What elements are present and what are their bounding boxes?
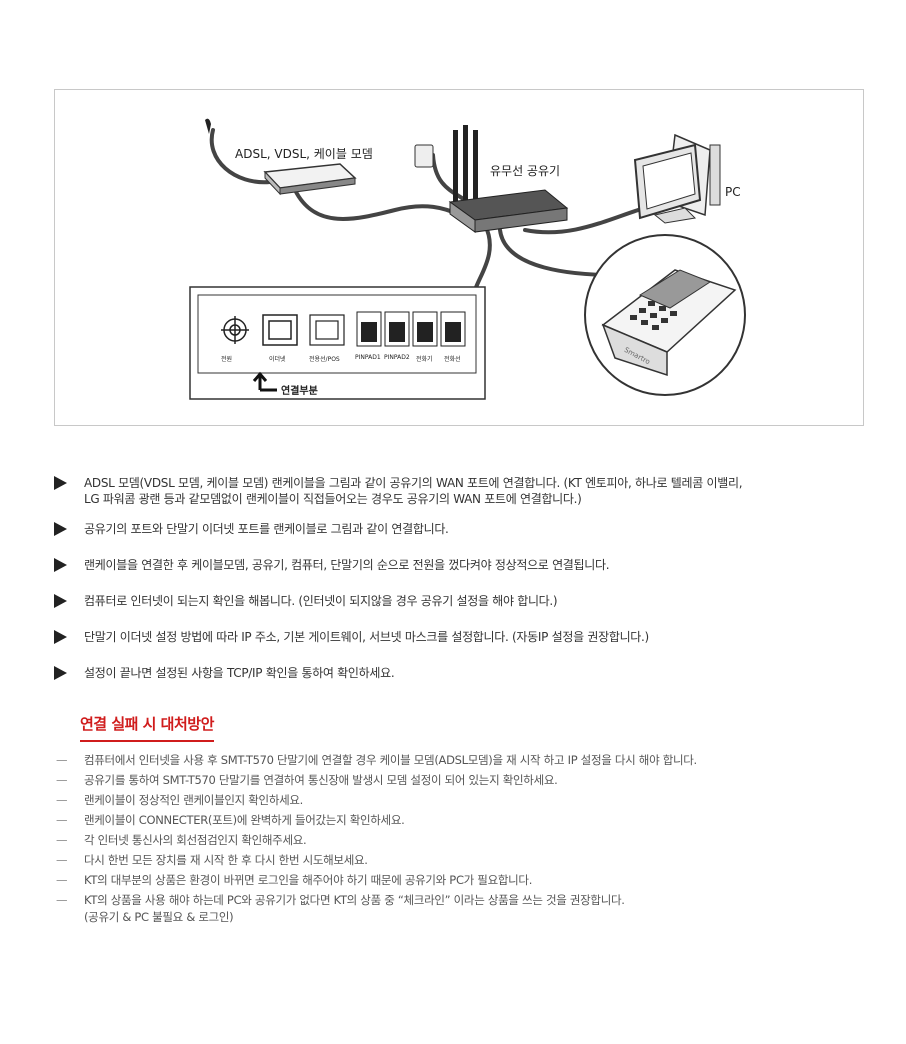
triangle-bullet-icon — [54, 630, 67, 644]
tip-item: — 랜케이블이 CONNECTER(포트)에 완벽하게 들어갔는지 확인하세요. — [54, 812, 874, 829]
wall-outlet — [414, 144, 434, 168]
power-port-icon — [221, 316, 249, 344]
tip-item: — 공유기를 통하여 SMT-T570 단말기를 연결하여 통신장애 발생시 모뎀… — [54, 772, 874, 789]
connection-diagram: ADSL, VDSL, 케이블 모뎀 유무선 공유기 PC 전원 이더넷 전용선… — [54, 89, 864, 426]
step-text-continued: LG 파워콤 광랜 등과 같모뎀없이 랜케이블이 직접들어오는 경우도 공유기의… — [84, 492, 582, 506]
dash-bullet-icon: — — [56, 773, 68, 787]
step-item: 설정이 끝나면 설정된 사항을 TCP/IP 확인을 통하여 확인하세요. — [54, 665, 874, 681]
tip-item: — 랜케이블이 정상적인 랜케이블인지 확인하세요. — [54, 792, 874, 809]
dash-bullet-icon: — — [56, 793, 68, 807]
modem-label: ADSL, VDSL, 케이블 모뎀 — [235, 147, 373, 161]
plug-icon — [205, 118, 211, 134]
port-label-phone-line: 전화선 — [444, 356, 461, 363]
pc-monitor — [633, 133, 721, 224]
pos-port — [309, 314, 345, 346]
triangle-bullet-icon — [54, 522, 67, 536]
step-item: 랜케이블을 연결한 후 케이블모뎀, 공유기, 컴퓨터, 단말기의 순으로 전원… — [54, 557, 874, 573]
router-terminal-cable-2 — [498, 228, 617, 277]
step-text: ADSL 모뎀(VDSL 모뎀, 케이블 모뎀) 랜케이블을 그림과 같이 공유… — [84, 476, 743, 490]
dash-bullet-icon: — — [56, 853, 68, 867]
ethernet-port — [262, 314, 298, 346]
triangle-bullet-icon — [54, 476, 67, 490]
tip-text: 컴퓨터에서 인터넷을 사용 후 SMT-T570 단말기에 연결할 경우 케이블… — [84, 753, 697, 767]
tip-text: 랜케이블이 CONNECTER(포트)에 완벽하게 들어갔는지 확인하세요. — [84, 813, 405, 827]
router-device — [448, 125, 569, 233]
tip-item: — 각 인터넷 통신사의 회선점검인지 확인해주세요. — [54, 832, 874, 849]
tip-text: KT의 대부분의 상품은 환경이 바뀌면 로그인을 해주어야 하기 때문에 공유… — [84, 873, 533, 887]
tip-item: — KT의 상품을 사용 해야 하는데 PC와 공유기가 없다면 KT의 상품 중… — [54, 892, 874, 926]
tip-text: 각 인터넷 통신사의 회선점검인지 확인해주세요. — [84, 833, 307, 847]
step-text: 컴퓨터로 인터넷이 되는지 확인을 해봅니다. (인터넷이 되지않을 경우 공유… — [84, 594, 558, 608]
dash-bullet-icon: — — [56, 833, 68, 847]
triangle-bullet-icon — [54, 666, 67, 680]
step-text: 단말기 이더넷 설정 방법에 따라 IP 주소, 기본 게이트웨이, 서브넷 마… — [84, 630, 649, 644]
port-label-phone: 전화기 — [416, 356, 433, 363]
triangle-bullet-icon — [54, 558, 67, 572]
port-label-power: 전원 — [221, 356, 233, 363]
step-item: 공유기의 포트와 단말기 이더넷 포트를 랜케이블로 그림과 같이 연결합니다. — [54, 521, 874, 537]
tip-text: 공유기를 통하여 SMT-T570 단말기를 연결하여 통신장애 발생시 모뎀 … — [84, 773, 558, 787]
router-power-cable — [431, 153, 467, 202]
setup-steps: ADSL 모뎀(VDSL 모뎀, 케이블 모뎀) 랜케이블을 그림과 같이 공유… — [54, 475, 874, 681]
payment-terminal — [601, 269, 737, 377]
tip-text-continued: (공유기 & PC 불필요 & 로그인) — [84, 910, 234, 924]
port-label-pinpad1: PINPAD1 — [355, 354, 381, 361]
modem-device — [263, 163, 357, 196]
pc-label: PC — [725, 185, 741, 199]
tip-item: — KT의 대부분의 상품은 환경이 바뀌면 로그인을 해주어야 하기 때문에 공… — [54, 872, 874, 889]
connection-illustration — [189, 118, 746, 400]
tip-text: 랜케이블이 정상적인 랜케이블인지 확인하세요. — [84, 793, 304, 807]
tip-item: — 컴퓨터에서 인터넷을 사용 후 SMT-T570 단말기에 연결할 경우 케이… — [54, 752, 874, 769]
port-label-pinpad2: PINPAD2 — [384, 354, 410, 361]
step-item: 컴퓨터로 인터넷이 되는지 확인을 해봅니다. (인터넷이 되지않을 경우 공유… — [54, 593, 874, 609]
troubleshooting-list: — 컴퓨터에서 인터넷을 사용 후 SMT-T570 단말기에 연결할 경우 케이… — [54, 752, 874, 926]
dash-bullet-icon: — — [56, 893, 68, 907]
dash-bullet-icon: — — [56, 873, 68, 887]
step-text: 설정이 끝나면 설정된 사항을 TCP/IP 확인을 통하여 확인하세요. — [84, 666, 395, 680]
step-text: 랜케이블을 연결한 후 케이블모뎀, 공유기, 컴퓨터, 단말기의 순으로 전원… — [84, 558, 610, 572]
section-title: 연결 실패 시 대처방안 — [80, 713, 214, 742]
tip-text: KT의 상품을 사용 해야 하는데 PC와 공유기가 없다면 KT의 상품 중 … — [84, 893, 625, 907]
tip-text: 다시 한번 모든 장치를 재 시작 한 후 다시 한번 시도해보세요. — [84, 853, 368, 867]
port-label-ethernet: 이더넷 — [269, 356, 286, 363]
step-item: 단말기 이더넷 설정 방법에 따라 IP 주소, 기본 게이트웨이, 서브넷 마… — [54, 629, 874, 645]
modem-wan-cable — [293, 188, 462, 221]
step-text: 공유기의 포트와 단말기 이더넷 포트를 랜케이블로 그림과 같이 연결합니다. — [84, 522, 449, 536]
port-label-pos: 전용선/POS — [309, 356, 340, 363]
router-label: 유무선 공유기 — [490, 164, 561, 178]
modem-power-cable — [209, 128, 272, 185]
connection-arrow-icon — [252, 371, 277, 392]
dash-bullet-icon: — — [56, 813, 68, 827]
triangle-bullet-icon — [54, 594, 67, 608]
tip-item: — 다시 한번 모든 장치를 재 시작 한 후 다시 한번 시도해보세요. — [54, 852, 874, 869]
step-item: ADSL 모뎀(VDSL 모뎀, 케이블 모뎀) 랜케이블을 그림과 같이 공유… — [54, 475, 874, 507]
connection-label: 연결부분 — [281, 386, 318, 397]
dash-bullet-icon: — — [56, 753, 68, 767]
